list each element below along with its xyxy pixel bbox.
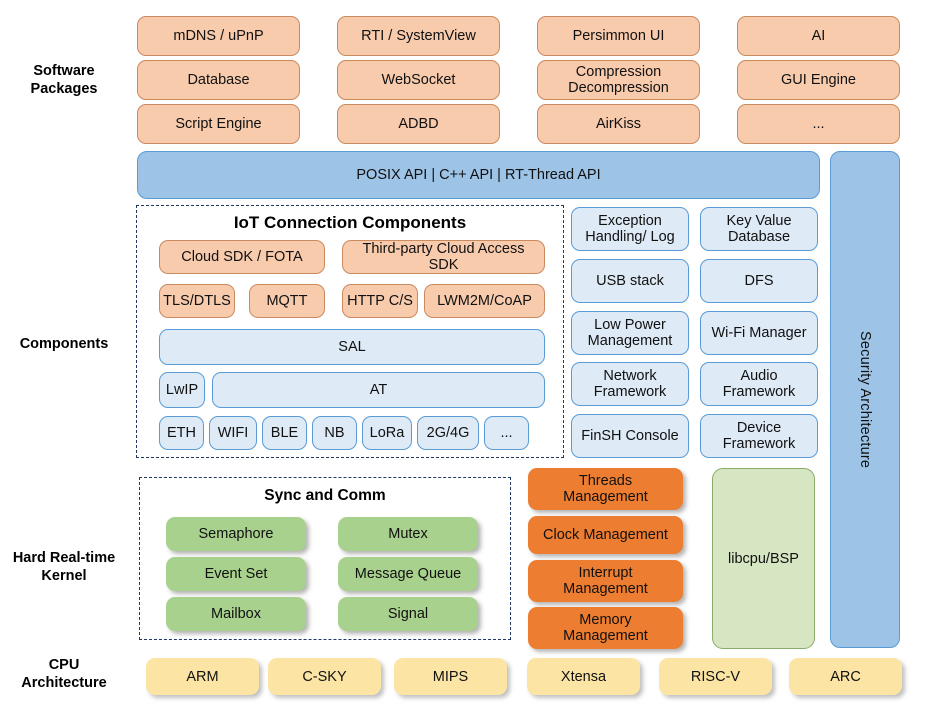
kernel-threads-management[interactable]: Threads Management	[528, 468, 683, 510]
component-exception-handling-log[interactable]: Exception Handling/ Log	[571, 207, 689, 251]
iot-link-eth[interactable]: ETH	[159, 416, 204, 450]
package-persimmon-ui[interactable]: Persimmon UI	[537, 16, 700, 56]
security-architecture-label: Security Architecture	[857, 330, 873, 469]
cpu-xtensa[interactable]: Xtensa	[527, 658, 640, 695]
package-ai[interactable]: AI	[737, 16, 900, 56]
package-mdns-upnp[interactable]: mDNS / uPnP	[137, 16, 300, 56]
sync-and-comm-title: Sync and Comm	[264, 487, 386, 504]
package-more[interactable]: ...	[737, 104, 900, 144]
iot-sal[interactable]: SAL	[159, 329, 545, 365]
component-finsh-console[interactable]: FinSH Console	[571, 414, 689, 458]
cpu-arm[interactable]: ARM	[146, 658, 259, 695]
cpu-risc-v[interactable]: RISC-V	[659, 658, 772, 695]
iot-link-2g-4g[interactable]: 2G/4G	[417, 416, 479, 450]
cpu-c-sky[interactable]: C-SKY	[268, 658, 381, 695]
component-dfs[interactable]: DFS	[700, 259, 818, 303]
package-websocket[interactable]: WebSocket	[337, 60, 500, 100]
iot-link-wifi[interactable]: WIFI	[209, 416, 257, 450]
sync-message-queue[interactable]: Message Queue	[338, 557, 478, 591]
component-audio-framework[interactable]: Audio Framework	[700, 362, 818, 406]
iot-at[interactable]: AT	[212, 372, 545, 408]
row-label-components: Components	[19, 336, 109, 352]
component-usb-stack[interactable]: USB stack	[571, 259, 689, 303]
row-label-kernel: Hard Real-time Kernel	[12, 550, 116, 584]
sync-and-comm-group	[139, 477, 511, 640]
package-rti-systemview[interactable]: RTI / SystemView	[337, 16, 500, 56]
row-label-software-packages: Software Packages	[30, 63, 98, 97]
component-device-framework[interactable]: Device Framework	[700, 414, 818, 458]
iot-tls-dtls[interactable]: TLS/DTLS	[159, 284, 235, 318]
iot-connection-title: IoT Connection Components	[233, 213, 467, 232]
package-compression-decompression[interactable]: Compression Decompression	[537, 60, 700, 100]
iot-link-lora[interactable]: LoRa	[362, 416, 412, 450]
row-label-cpu-architecture: CPU Architecture	[21, 657, 107, 691]
package-adbd[interactable]: ADBD	[337, 104, 500, 144]
sync-semaphore[interactable]: Semaphore	[166, 517, 306, 551]
iot-connection-group	[136, 205, 564, 458]
cpu-mips[interactable]: MIPS	[394, 658, 507, 695]
security-architecture-column[interactable]: Security Architecture	[830, 151, 900, 648]
package-airkiss[interactable]: AirKiss	[537, 104, 700, 144]
kernel-interrupt-management[interactable]: Interrupt Management	[528, 560, 683, 602]
cpu-arc[interactable]: ARC	[789, 658, 902, 695]
iot-link-more[interactable]: ...	[484, 416, 529, 450]
component-network-framework[interactable]: Network Framework	[571, 362, 689, 406]
component-wifi-manager[interactable]: Wi-Fi Manager	[700, 311, 818, 355]
component-key-value-database[interactable]: Key Value Database	[700, 207, 818, 251]
package-script-engine[interactable]: Script Engine	[137, 104, 300, 144]
kernel-clock-management[interactable]: Clock Management	[528, 516, 683, 554]
sync-event-set[interactable]: Event Set	[166, 557, 306, 591]
iot-cloud-sdk-fota[interactable]: Cloud SDK / FOTA	[159, 240, 325, 274]
package-database[interactable]: Database	[137, 60, 300, 100]
iot-http-cs[interactable]: HTTP C/S	[342, 284, 418, 318]
sync-mailbox[interactable]: Mailbox	[166, 597, 306, 631]
package-gui-engine[interactable]: GUI Engine	[737, 60, 900, 100]
component-low-power-management[interactable]: Low Power Management	[571, 311, 689, 355]
sync-mutex[interactable]: Mutex	[338, 517, 478, 551]
sync-signal[interactable]: Signal	[338, 597, 478, 631]
iot-lwm2m-coap[interactable]: LWM2M/CoAP	[424, 284, 545, 318]
iot-mqtt[interactable]: MQTT	[249, 284, 325, 318]
kernel-libcpu-bsp[interactable]: libcpu/BSP	[712, 468, 815, 649]
iot-lwip[interactable]: LwIP	[159, 372, 205, 408]
iot-third-party-cloud-access-sdk[interactable]: Third-party Cloud Access SDK	[342, 240, 545, 274]
iot-link-nb[interactable]: NB	[312, 416, 357, 450]
api-bar[interactable]: POSIX API | C++ API | RT-Thread API	[137, 151, 820, 199]
iot-link-ble[interactable]: BLE	[262, 416, 307, 450]
kernel-memory-management[interactable]: Memory Management	[528, 607, 683, 649]
